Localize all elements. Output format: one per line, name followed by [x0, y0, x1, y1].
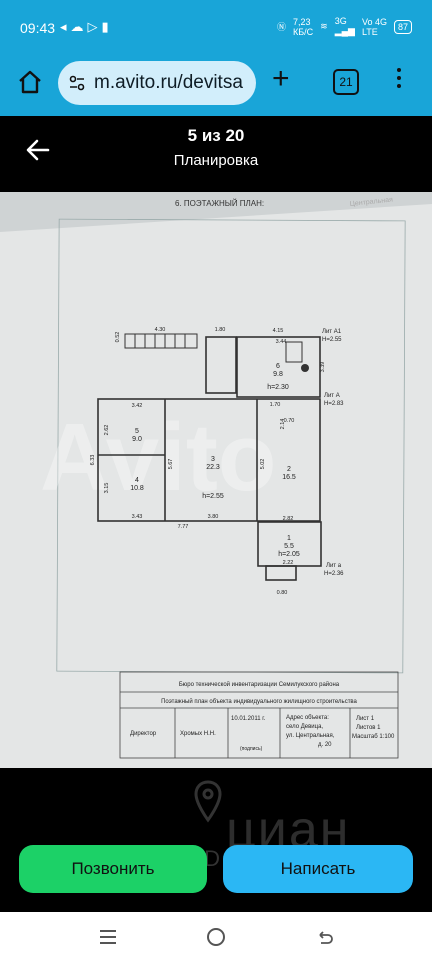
signal-3g: 3G▂▄▆ [334, 16, 355, 36]
browser-toolbar: m.avito.ru/devitsa + 21 [0, 54, 432, 116]
svg-text:10.8: 10.8 [130, 485, 144, 492]
plan-stamp [119, 671, 399, 759]
system-nav-bar [0, 912, 432, 960]
site-settings-icon[interactable] [68, 74, 86, 92]
status-time: 09:43 [20, 20, 56, 36]
svg-text:H=2.55: H=2.55 [322, 337, 342, 343]
svg-text:3.80: 3.80 [208, 514, 219, 520]
svg-text:2.14: 2.14 [280, 419, 286, 430]
battery-icon: 87 [393, 19, 412, 34]
svg-text:1: 1 [287, 535, 291, 542]
svg-text:h=2.55: h=2.55 [202, 493, 224, 500]
svg-text:5: 5 [135, 428, 139, 435]
svg-text:Листов 1: Листов 1 [356, 725, 381, 731]
svg-text:3.43: 3.43 [132, 514, 143, 520]
svg-text:3: 3 [211, 456, 215, 463]
svg-text:22.3: 22.3 [206, 464, 220, 471]
svg-text:д. 20: д. 20 [318, 742, 332, 748]
recent-apps-icon[interactable] [100, 930, 116, 948]
svg-text:2.82: 2.82 [283, 516, 294, 522]
gallery-header: 5 из 20 Планировка [0, 116, 432, 192]
svg-text:4: 4 [135, 477, 139, 484]
svg-text:16.5: 16.5 [282, 474, 296, 481]
svg-text:5.5: 5.5 [284, 543, 294, 550]
svg-text:3.42: 3.42 [132, 403, 143, 409]
photo-title: Планировка [173, 152, 259, 169]
svg-text:6.33: 6.33 [90, 455, 96, 466]
svg-text:Адрес объекта:: Адрес объекта: [286, 715, 329, 721]
svg-text:10.01.2011 г.: 10.01.2011 г. [231, 716, 266, 722]
write-message-button[interactable]: Написать [223, 845, 413, 893]
floor-plan-photo[interactable]: 6. ПОЭТАЖНЫЙ ПЛАН: Центральная Avito 6 [0, 192, 432, 768]
svg-text:3.39: 3.39 [320, 362, 326, 373]
svg-text:H=2.36: H=2.36 [324, 571, 344, 577]
svg-text:0.52: 0.52 [115, 332, 121, 343]
svg-text:Лит а: Лит а [326, 563, 342, 569]
url-text: m.avito.ru/devitsa [94, 72, 243, 93]
svg-text:4.15: 4.15 [273, 328, 284, 334]
svg-text:6: 6 [276, 363, 280, 370]
back-nav-icon[interactable] [315, 928, 333, 946]
svg-text:5.02: 5.02 [260, 459, 266, 470]
svg-text:4.30: 4.30 [155, 327, 166, 333]
avito-bg-watermark: Avito [40, 404, 276, 511]
svg-text:село Девица,: село Девица, [286, 724, 323, 730]
more-menu-icon[interactable] [396, 68, 402, 92]
svg-text:3.44: 3.44 [276, 339, 287, 345]
svg-text:Бюро технической инвентаризаци: Бюро технической инвентаризации Семилукс… [179, 681, 340, 688]
svg-text:1.70: 1.70 [270, 402, 281, 408]
stair-outline [124, 333, 198, 349]
svg-text:0.80: 0.80 [277, 590, 288, 596]
svg-text:Лист 1: Лист 1 [356, 716, 375, 722]
svg-text:Хромых Н.Н.: Хромых Н.Н. [180, 731, 216, 737]
svg-text:2: 2 [287, 466, 291, 473]
back-arrow-icon[interactable] [24, 136, 52, 164]
svg-text:2.22: 2.22 [283, 560, 294, 566]
home-circle-icon[interactable] [207, 928, 225, 946]
plan-heading: 6. ПОЭТАЖНЫЙ ПЛАН: [175, 199, 264, 208]
svg-text:h=2.05: h=2.05 [278, 551, 300, 558]
svg-text:0.70: 0.70 [284, 418, 295, 424]
svg-text:Масштаб 1:100: Масштаб 1:100 [352, 734, 395, 740]
new-tab-plus-icon[interactable]: + [272, 62, 290, 95]
svg-text:9.8: 9.8 [273, 371, 283, 378]
svg-text:1.80: 1.80 [215, 327, 226, 333]
tabs-counter-button[interactable]: 21 [333, 69, 359, 95]
svg-text:3.15: 3.15 [104, 483, 110, 494]
svg-text:Директор: Директор [130, 731, 157, 737]
svg-text:2.62: 2.62 [104, 425, 110, 436]
svg-text:Лит А1: Лит А1 [322, 329, 342, 335]
plan-corner-text: Центральная [349, 196, 393, 208]
svg-text:Лит А: Лит А [324, 393, 340, 399]
cian-watermark: циан ID 313078171 [194, 780, 348, 871]
wifi-icon: ≋ [320, 21, 328, 31]
svg-text:5.67: 5.67 [168, 459, 174, 470]
svg-text:h=2.30: h=2.30 [267, 384, 289, 391]
notification-icons: ◂☁▷▮ [60, 19, 113, 34]
address-bar[interactable]: m.avito.ru/devitsa [58, 61, 256, 105]
call-button[interactable]: Позвонить [19, 845, 207, 893]
photo-counter: 5 из 20 [187, 126, 245, 145]
svg-text:9.0: 9.0 [132, 436, 142, 443]
home-icon[interactable] [16, 68, 44, 96]
location-pin-icon [194, 780, 222, 823]
svg-text:Поэтажный план объекта индивид: Поэтажный план объекта индивидуального ж… [161, 698, 357, 705]
svg-text:H=2.83: H=2.83 [324, 401, 344, 407]
nfc-icon: Ⓝ [276, 22, 286, 32]
svg-text:7.77: 7.77 [178, 524, 189, 530]
plan-walls [97, 336, 322, 581]
svg-text:ул. Центральная,: ул. Центральная, [286, 733, 335, 739]
stove-symbol [301, 364, 309, 372]
svg-text:(подпись): (подпись) [240, 746, 263, 752]
